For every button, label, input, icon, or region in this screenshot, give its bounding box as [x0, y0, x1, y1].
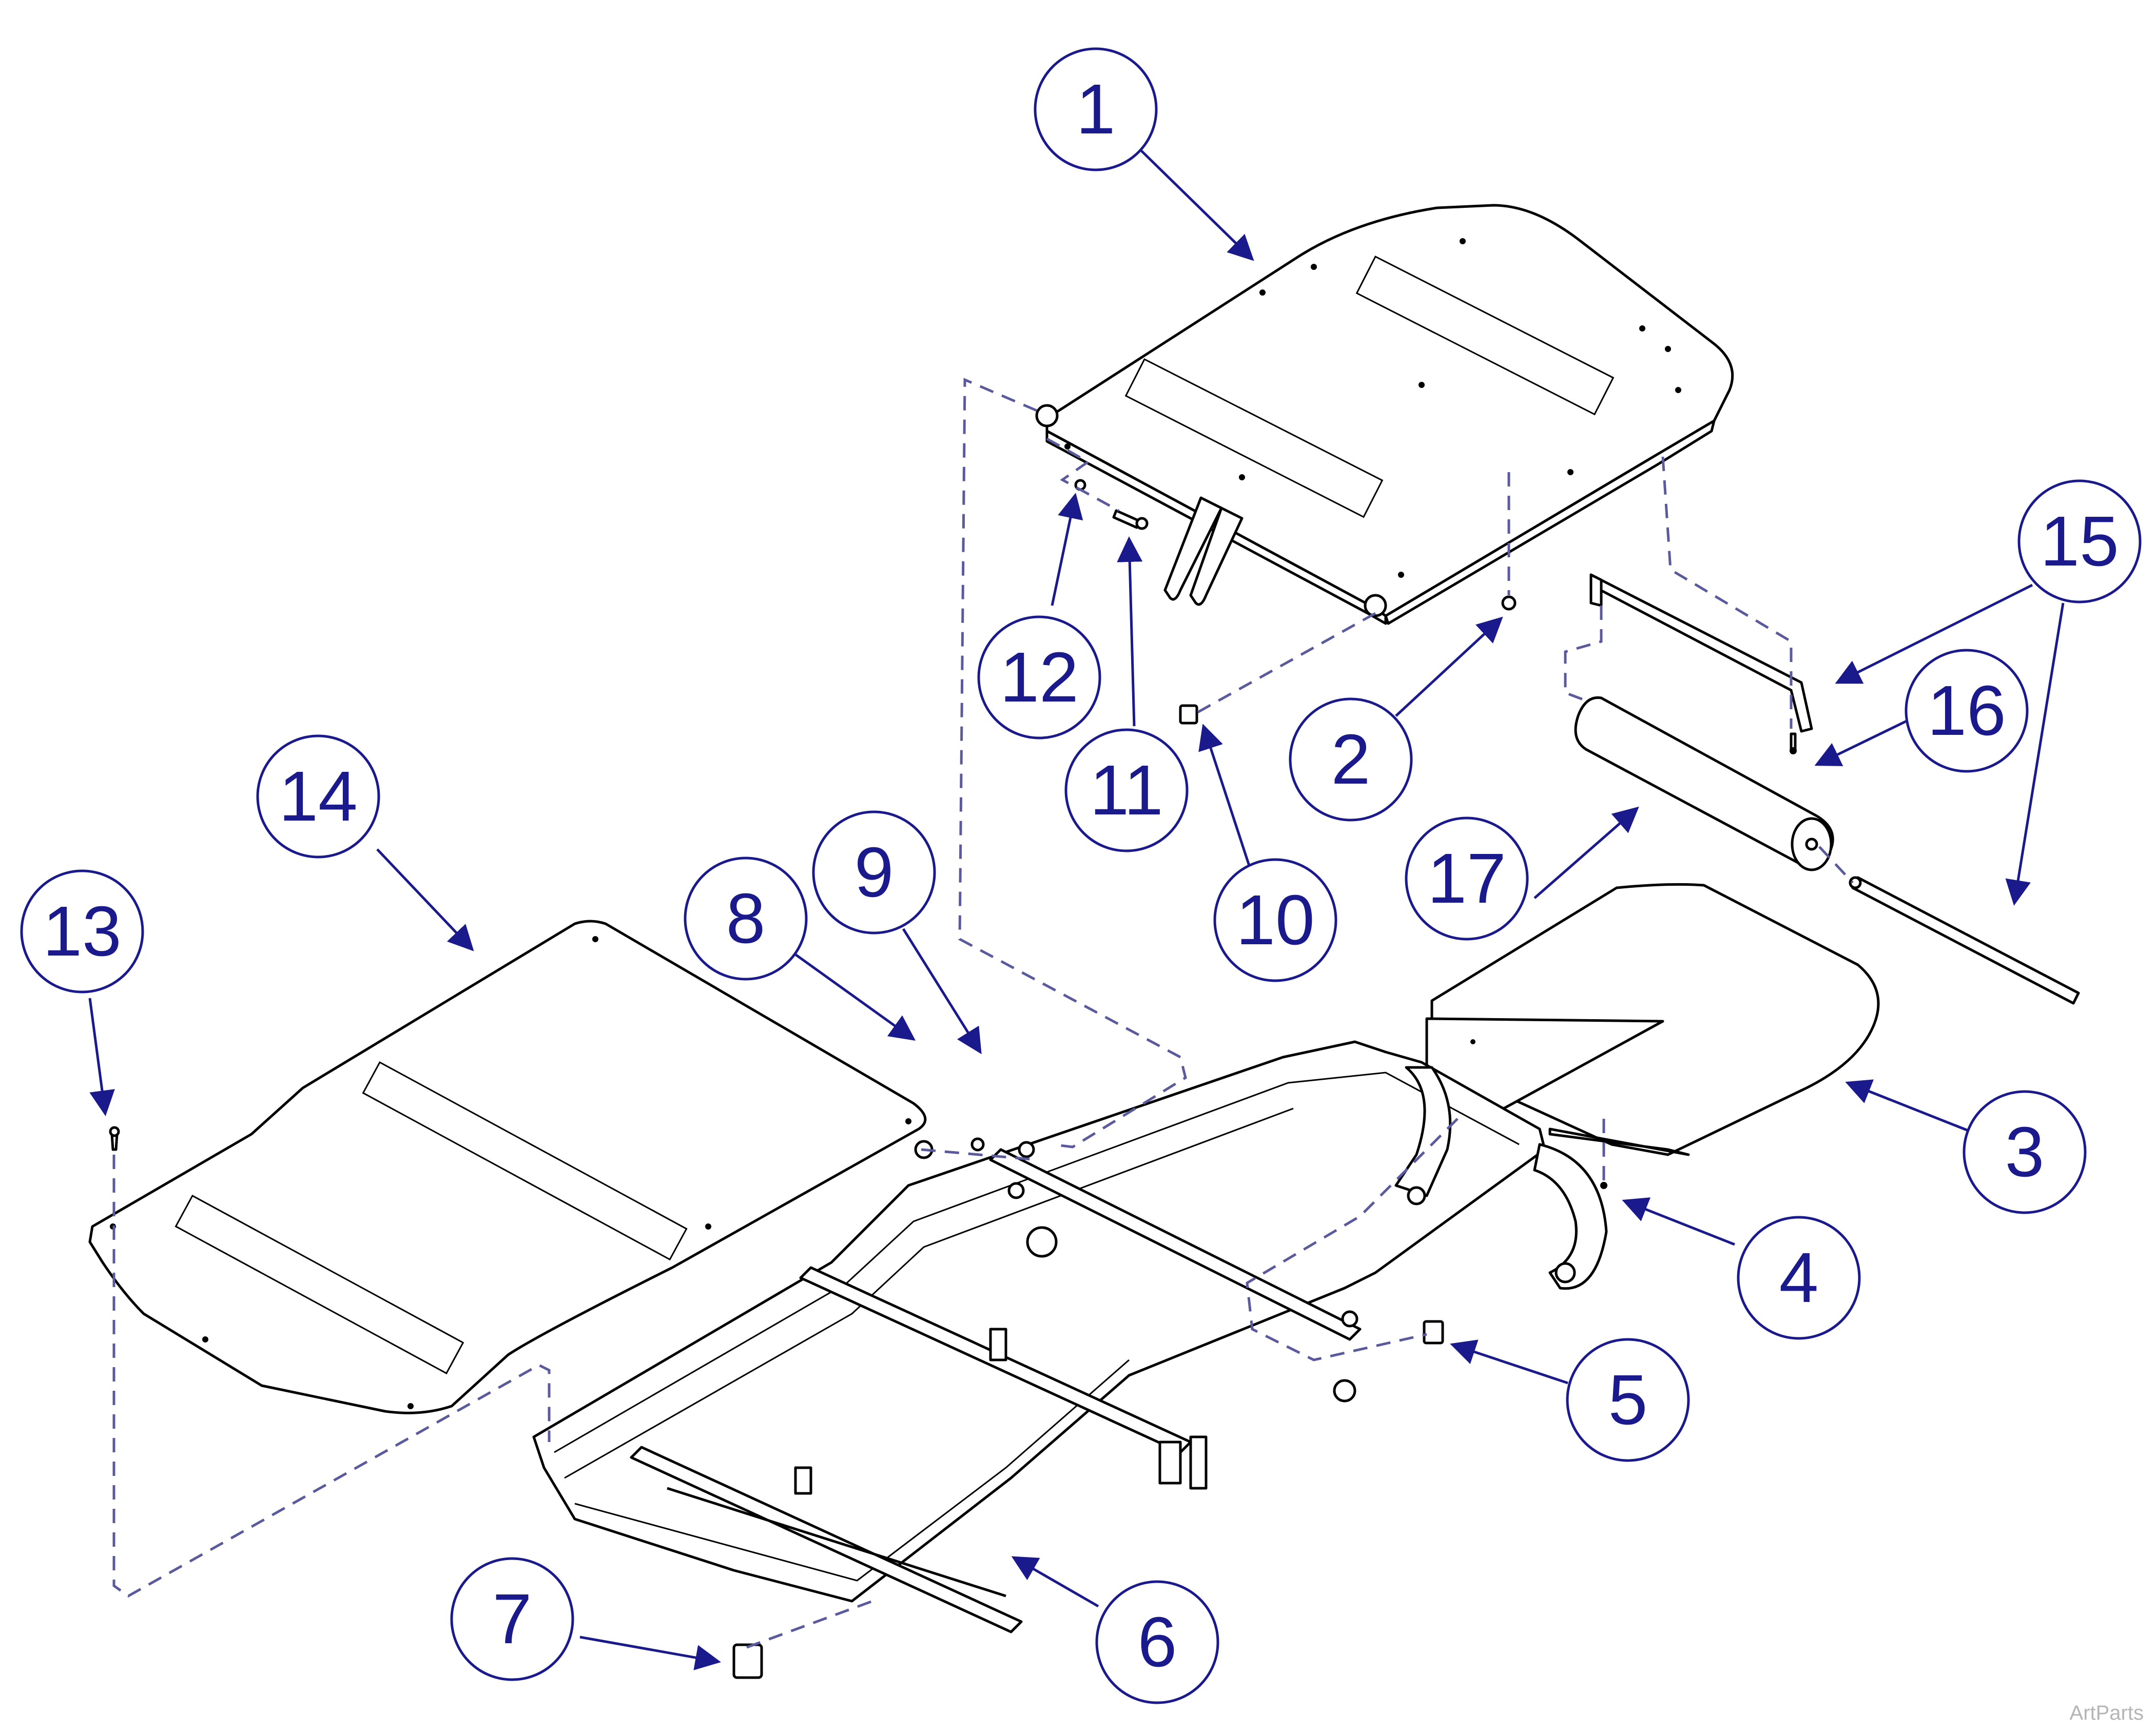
- callout-3: 3: [1963, 1090, 2087, 1214]
- part-15-bracket: [1589, 573, 1813, 733]
- callout-2-label: 2: [1331, 720, 1371, 799]
- callout-15-label: 15: [2040, 502, 2119, 581]
- callout-8: 8: [684, 857, 808, 981]
- callout-4: 4: [1737, 1216, 1861, 1340]
- callout-9-label: 9: [854, 833, 894, 912]
- part-5-bumper: [1423, 1320, 1444, 1345]
- watermark-text: ArtParts: [2069, 1702, 2144, 1724]
- callout-16-label: 16: [1927, 671, 2006, 750]
- callout-6-label: 6: [1138, 1603, 1177, 1682]
- callout-1-label: 1: [1076, 70, 1116, 149]
- callout-3-label: 3: [2005, 1113, 2045, 1192]
- part-2-nut: [1501, 595, 1517, 611]
- callout-15: 15: [2017, 479, 2142, 604]
- callout-1: 1: [1034, 47, 1158, 171]
- callout-14: 14: [256, 734, 380, 859]
- callout-17-label: 17: [1427, 839, 1506, 918]
- callout-2: 2: [1289, 697, 1413, 822]
- part-7-bumper: [732, 1643, 763, 1679]
- part-9-washer: [970, 1137, 985, 1152]
- part-13-screw: [109, 1126, 120, 1151]
- part-3-cushion-sheet: [1425, 883, 1880, 1156]
- part-4-screw: [1600, 1182, 1607, 1189]
- callout-12-label: 12: [1000, 638, 1079, 717]
- callout-11: 11: [1064, 728, 1189, 852]
- callout-10: 10: [1213, 858, 1337, 982]
- callout-5-label: 5: [1608, 1360, 1648, 1439]
- callout-9: 9: [812, 810, 936, 935]
- callout-8-label: 8: [726, 879, 766, 958]
- part-10-clip: [1179, 704, 1198, 725]
- callout-12: 12: [977, 615, 1101, 739]
- part-11-bolt: [1112, 509, 1149, 530]
- part-17-roller: [1574, 696, 1834, 871]
- callout-13: 13: [20, 869, 144, 994]
- assembly-lines: [112, 378, 1854, 1649]
- callout-5: 5: [1566, 1338, 1690, 1462]
- callout-7-label: 7: [493, 1580, 532, 1659]
- callout-14-label: 14: [279, 757, 358, 836]
- callout-17: 17: [1405, 816, 1529, 941]
- callout-6: 6: [1095, 1580, 1219, 1704]
- part-15-rod: [1849, 876, 2080, 1005]
- part-16-screw: [1790, 732, 1797, 754]
- callout-10-label: 10: [1236, 881, 1315, 960]
- callout-13-label: 13: [43, 892, 122, 971]
- part-1-back-board: [1035, 204, 1734, 625]
- callout-16: 16: [1905, 649, 2029, 773]
- callout-11-label: 11: [1090, 751, 1163, 830]
- leader-lines: [88, 148, 2065, 1670]
- callout-7: 7: [450, 1557, 574, 1681]
- callout-4-label: 4: [1779, 1238, 1819, 1317]
- part-6-chair-frame: [532, 1040, 1608, 1633]
